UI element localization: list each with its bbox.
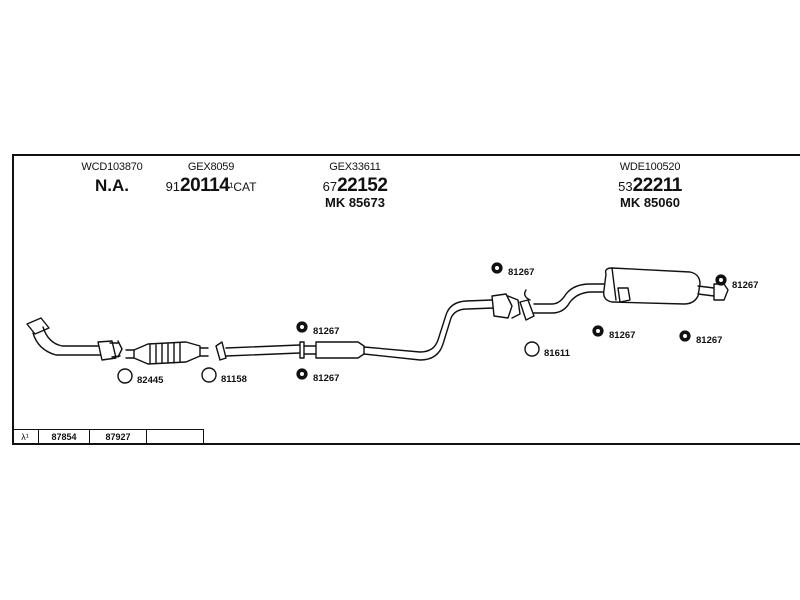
part-number: 9120114¹CAT (156, 176, 266, 195)
hanger-rear-top-icon (491, 262, 503, 274)
part-label-front-clamp-ring: 82445 (137, 375, 164, 386)
header-column-front-pipe: WCD103870 N.A. (72, 161, 152, 195)
front-downpipe (26, 317, 123, 361)
seal-ring-cat-icon (201, 367, 217, 383)
part-code: WDE100520 (619, 161, 681, 173)
part-code: GEX33611 (329, 161, 381, 173)
part-label-cat-ring: 81158 (221, 374, 247, 385)
left-border-line (12, 154, 14, 444)
mounting-kit: MK 85673 (325, 195, 385, 210)
part-code: WCD103870 (81, 161, 143, 173)
sensor-table-cell (147, 430, 204, 444)
header-column-rear-silencer: WDE100520 5322211 MK 85060 (595, 161, 705, 210)
part-number: 5322211 (595, 176, 705, 195)
part-label-tail-hanger: 81267 (732, 280, 758, 291)
part-number-main: 20114 (180, 175, 230, 196)
part-number-main: 22211 (632, 175, 683, 196)
rear-silencer (602, 267, 729, 305)
sensor-table-cell: 87927 (90, 430, 147, 444)
bottom-divider-line (12, 443, 800, 445)
rear-section-joint (491, 283, 615, 321)
hanger-mid-bottom-icon (296, 368, 308, 380)
part-number-prefix: 91 (165, 179, 181, 194)
hanger-muffler-right-icon (679, 330, 691, 342)
intermediate-pipe (215, 299, 495, 361)
sensor-table: λ¹ 87854 87927 (12, 429, 204, 445)
part-label-mid-hanger-top: 81267 (313, 326, 339, 337)
sensor-table-cell: 87854 (39, 430, 90, 444)
part-label-joint-ring: 81611 (544, 348, 571, 359)
part-number-suffix: ¹CAT (229, 180, 257, 194)
hanger-mid-top-icon (296, 321, 308, 333)
catalytic-converter (125, 341, 209, 365)
part-number-na: N.A. (95, 176, 129, 195)
part-number: 6722152 (300, 176, 410, 195)
seal-rings (117, 341, 540, 384)
mounting-kit: MK 85060 (620, 195, 680, 210)
part-label-muffler-hanger-left: 81267 (609, 330, 635, 341)
part-label-muffler-hanger-right: 81267 (696, 335, 722, 346)
part-label-rear-hanger-top: 81267 (508, 267, 534, 278)
header-column-catalyst: GEX8059 9120114¹CAT (156, 161, 266, 196)
hanger-tail-icon (715, 274, 727, 286)
hanger-muffler-left-icon (592, 325, 604, 337)
rubber-hangers (296, 262, 727, 380)
sensor-table-symbol: λ¹ (12, 430, 39, 444)
seal-ring-front-icon (117, 368, 133, 384)
part-label-mid-hanger-bottom: 81267 (313, 373, 339, 384)
header-column-middle-silencer: GEX33611 6722152 MK 85673 (300, 161, 410, 210)
top-divider-line (12, 154, 800, 156)
part-number-main: 22152 (337, 175, 388, 196)
part-code: GEX8059 (187, 161, 235, 173)
part-number-prefix: 53 (618, 179, 633, 194)
seal-ring-joint-icon (524, 341, 540, 357)
part-number-prefix: 67 (322, 179, 338, 194)
